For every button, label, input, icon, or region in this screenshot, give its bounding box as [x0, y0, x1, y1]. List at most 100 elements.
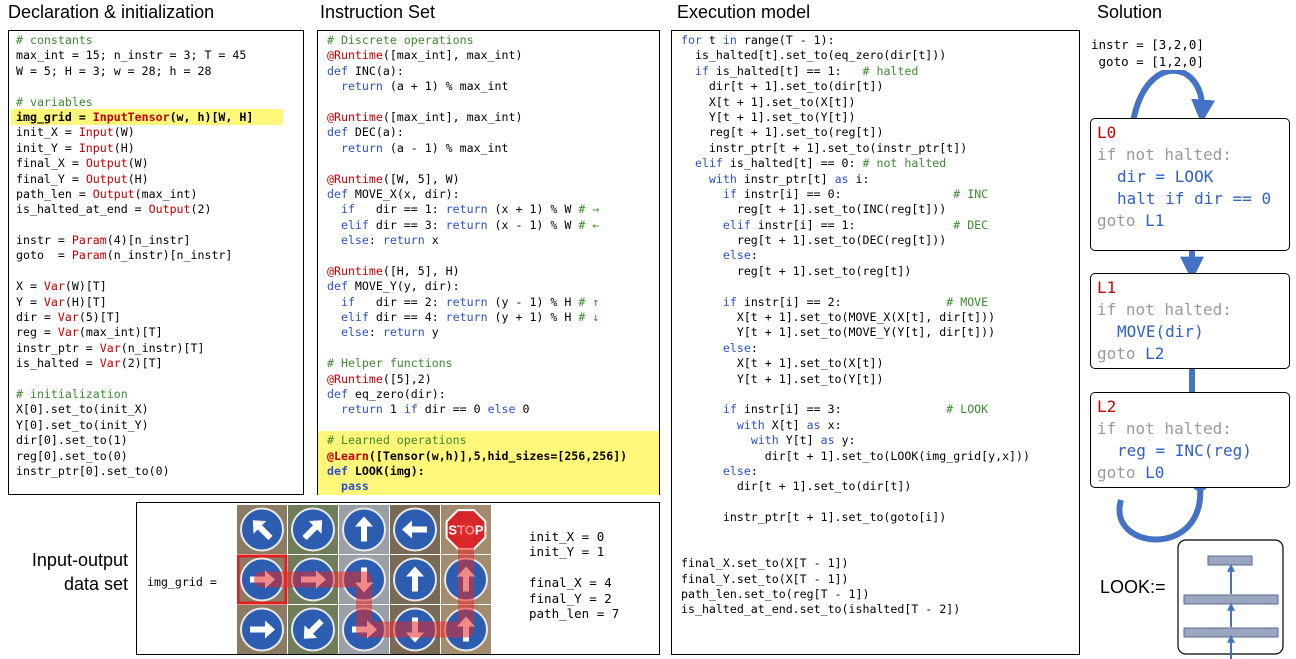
code-line: if instr[i] == 3: # LOOK: [681, 402, 1030, 417]
code-token: [681, 172, 709, 186]
output-layer: [1207, 555, 1253, 566]
code-token: return: [340, 79, 383, 94]
code-token: 0: [515, 402, 530, 417]
code-line: [681, 387, 1030, 402]
code-token: [327, 202, 341, 216]
code-line: with instr_ptr[t] as i:: [681, 172, 1030, 187]
code-line: # Discrete operations: [327, 33, 627, 48]
code-token: # variables: [16, 94, 93, 109]
code-token: Output: [92, 186, 135, 201]
loop-bottom-arrow: [1116, 485, 1204, 543]
code-token: final_Y =: [16, 171, 86, 186]
code-token: [681, 341, 723, 355]
code-token: @Runtime: [327, 263, 383, 278]
code-token: (2): [190, 202, 212, 217]
code-token: # LOOK: [946, 402, 989, 417]
code-token: [327, 79, 341, 93]
arrow-shape: [252, 520, 273, 541]
io-value: init_X = 0: [529, 529, 605, 544]
declaration-header: Declaration & initialization: [8, 2, 215, 22]
code-token: Output: [85, 171, 128, 186]
code-token: else: [340, 325, 369, 340]
code-line: Y[t + 1].set_to(Y[t]): [681, 110, 1030, 125]
hidden-layer-1: [1183, 594, 1279, 605]
turn-right-icon: [302, 520, 323, 541]
instruction-set-code: # Discrete operations@Runtime([max_int],…: [327, 33, 627, 495]
code-line: Y[0].set_to(init_Y): [16, 418, 253, 433]
code-line: is_halted_at_end = Output(2): [16, 202, 253, 217]
code-token: (max_int)[T]: [78, 325, 163, 340]
code-token: elif: [340, 310, 369, 325]
code-token: def: [327, 186, 348, 201]
goto-keyword: goto: [1097, 344, 1146, 363]
code-token: (W): [113, 125, 135, 140]
code-line: final_Y.set_to(X[T - 1]): [681, 572, 1030, 587]
code-line: [327, 341, 627, 356]
code-token: return: [340, 140, 383, 155]
arrow-shape: [250, 620, 275, 639]
code-line: [681, 495, 1030, 510]
code-token: Var: [43, 279, 65, 294]
code-token: def: [327, 463, 348, 478]
code-token: # not halted: [862, 156, 947, 171]
code-line: W = 5; H = 3; w = 28; h = 28: [16, 64, 253, 79]
code-token: instr[i] == 0:: [736, 186, 954, 201]
code-line: init_X = Input(W): [16, 125, 253, 140]
code-token: return: [445, 294, 488, 309]
code-line: init_Y = Input(H): [16, 141, 253, 156]
code-token: [681, 295, 723, 309]
code-line: X = Var(W)[T]: [16, 279, 253, 294]
code-line: X[t + 1].set_to(X[t]): [681, 356, 1030, 371]
code-token: def: [327, 63, 348, 78]
code-line: dir[t + 1].set_to(dir[t]): [681, 479, 1030, 494]
code-line: final_X = Output(W): [16, 156, 253, 171]
code-token: INC(a):: [347, 63, 404, 78]
code-line: is_halted_at_end.set_to(ishalted[T - 2]): [681, 602, 1030, 617]
code-token: (H): [113, 140, 135, 155]
code-line: instr_ptr[0].set_to(0): [16, 464, 253, 479]
code-token: [681, 248, 723, 262]
code-token: InputTensor: [92, 109, 170, 124]
code-token: ([W, 5], W): [382, 171, 460, 186]
code-token: @Runtime: [327, 371, 383, 386]
code-token: # ←: [578, 217, 600, 232]
code-token: @Runtime: [327, 171, 383, 186]
code-line: dir[t + 1].set_to(dir[t]): [681, 79, 1030, 94]
hidden-layer-2: [1183, 627, 1279, 638]
code-token: if: [722, 186, 737, 201]
code-token: [681, 402, 723, 416]
code-line: dir[0].set_to(1): [16, 433, 253, 448]
code-line: @Runtime([W, 5], W): [327, 172, 627, 187]
io-value: final_Y = 2: [529, 590, 612, 606]
code-token: (y - 1) % H: [487, 294, 579, 309]
code-token: MOVE_X(x, dir):: [347, 186, 460, 201]
code-line: if dir == 2: return (y - 1) % H # ↑: [327, 295, 627, 310]
code-token: elif: [340, 217, 369, 232]
code-line: instr_ptr = Var(n_instr)[T]: [16, 341, 253, 356]
code-line: elif instr[i] == 1: # DEC: [681, 218, 1030, 233]
code-line: [16, 372, 253, 387]
code-token: with: [750, 433, 779, 448]
code-token: dir == 0: [417, 402, 488, 417]
code-token: with: [708, 171, 737, 186]
code-token: (H): [127, 171, 149, 186]
code-line: dir = Var(5)[T]: [16, 310, 253, 325]
code-line: # Helper functions: [327, 356, 627, 371]
code-token: return: [445, 202, 488, 217]
code-token: reg =: [16, 325, 58, 340]
code-line: with Y[t] as y:: [681, 433, 1030, 448]
instruction-set-panel: # Discrete operations@Runtime([max_int],…: [317, 30, 660, 495]
goto-line: goto L0: [1097, 463, 1164, 482]
code-token: [681, 418, 737, 432]
code-token: Y[t + 1].set_to(Y[t]): [681, 109, 856, 124]
code-token: in: [722, 33, 737, 47]
code-line: reg[t + 1].set_to(INC(reg[t])): [681, 202, 1030, 217]
code-token: (n_instr)[T]: [120, 340, 205, 355]
code-line: return 1 if dir == 0 else 0: [327, 402, 627, 417]
code-line: @Runtime([max_int], max_int): [327, 48, 627, 63]
arrow-shape: [303, 618, 324, 639]
code-token: @Learn: [327, 448, 369, 463]
